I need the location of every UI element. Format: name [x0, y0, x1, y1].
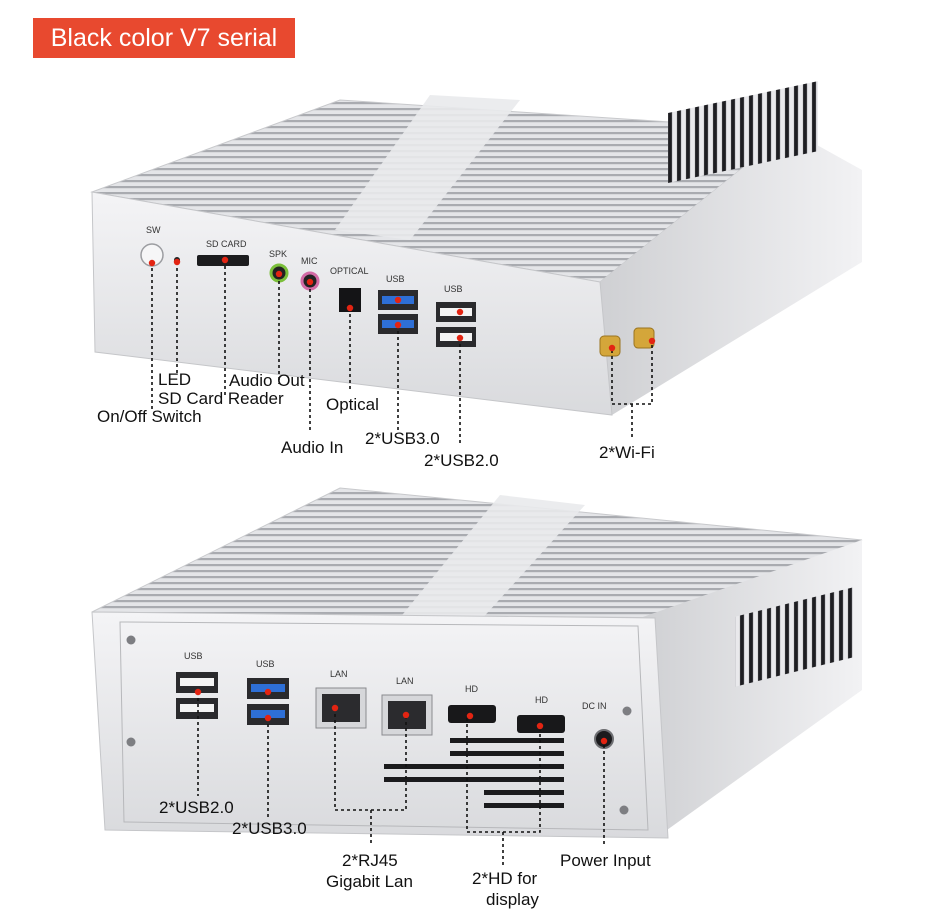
- rear-leader-lines: [197, 692, 605, 868]
- usb20-tongue-icon: [440, 308, 472, 316]
- sd-card-reader-callout: SD Card Reader: [158, 389, 284, 408]
- led-callout: LED: [158, 370, 191, 389]
- on-off-switch-callout: On/Off Switch: [97, 407, 202, 426]
- optical-port-label: OPTICAL: [330, 266, 369, 276]
- rear-side-vents: [735, 587, 853, 687]
- rear-vent-slots-icon: [384, 738, 564, 808]
- usb20-front-callout: 2*USB2.0: [424, 451, 499, 470]
- usb20-tongue-icon: [180, 704, 214, 712]
- hd-port-label: HD: [465, 684, 478, 694]
- spk-port-label: SPK: [269, 249, 287, 259]
- hd-port-label: HD: [535, 695, 548, 705]
- rj45-callout-line1: 2*RJ45: [342, 851, 398, 870]
- front-leader-lines: [151, 260, 653, 443]
- dc-in-port-label: DC IN: [582, 701, 607, 711]
- usb20-rear-callout: 2*USB2.0: [159, 798, 234, 817]
- rear-screw-icons: [126, 635, 632, 815]
- sw-port-label: SW: [146, 225, 161, 235]
- power-input-callout: Power Input: [560, 851, 651, 870]
- usb30-port-label: USB: [386, 274, 405, 284]
- rear-device: [91, 487, 863, 839]
- sd-card-port-label: SD CARD: [206, 239, 247, 249]
- usb30-rear-callout: 2*USB3.0: [232, 819, 307, 838]
- audio-in-callout: Audio In: [281, 438, 343, 457]
- usb30-tongue-icon: [251, 684, 285, 692]
- title-banner: Black color V7 serial: [33, 18, 295, 58]
- mic-port-label: MIC: [301, 256, 318, 266]
- usb30-tongue-icon: [251, 710, 285, 718]
- hd-callout-line1: 2*HD for: [472, 869, 538, 888]
- rear-panel-inset: [119, 621, 649, 831]
- usb20-port-label: USB: [444, 284, 463, 294]
- usb30-front-callout: 2*USB3.0: [365, 429, 440, 448]
- wifi-antenna-connector-icon: [599, 327, 655, 357]
- rj45-callout-line2: Gigabit Lan: [326, 872, 413, 891]
- optical-port-icon: [339, 288, 361, 312]
- audio-out-callout: Audio Out: [229, 371, 305, 390]
- optical-callout: Optical: [326, 395, 379, 414]
- rear-markers: [194, 688, 608, 745]
- front-markers: [148, 256, 656, 352]
- wifi-callout: 2*Wi-Fi: [599, 443, 655, 462]
- front-heatsink-channel: [335, 95, 520, 240]
- lan-port-label: LAN: [330, 669, 348, 679]
- front-right-side: [600, 130, 862, 415]
- usb20-tongue-icon: [440, 333, 472, 341]
- rj45-socket-icon: [322, 694, 360, 722]
- rear-heatsink-channel: [390, 495, 585, 632]
- rear-usb20-port-label: USB: [184, 651, 203, 661]
- front-side-vents: [668, 81, 818, 184]
- usb20-tongue-icon: [180, 678, 214, 686]
- hd-callout-line2: display: [486, 890, 539, 909]
- lan-port-label: LAN: [396, 676, 414, 686]
- rear-usb30-port-label: USB: [256, 659, 275, 669]
